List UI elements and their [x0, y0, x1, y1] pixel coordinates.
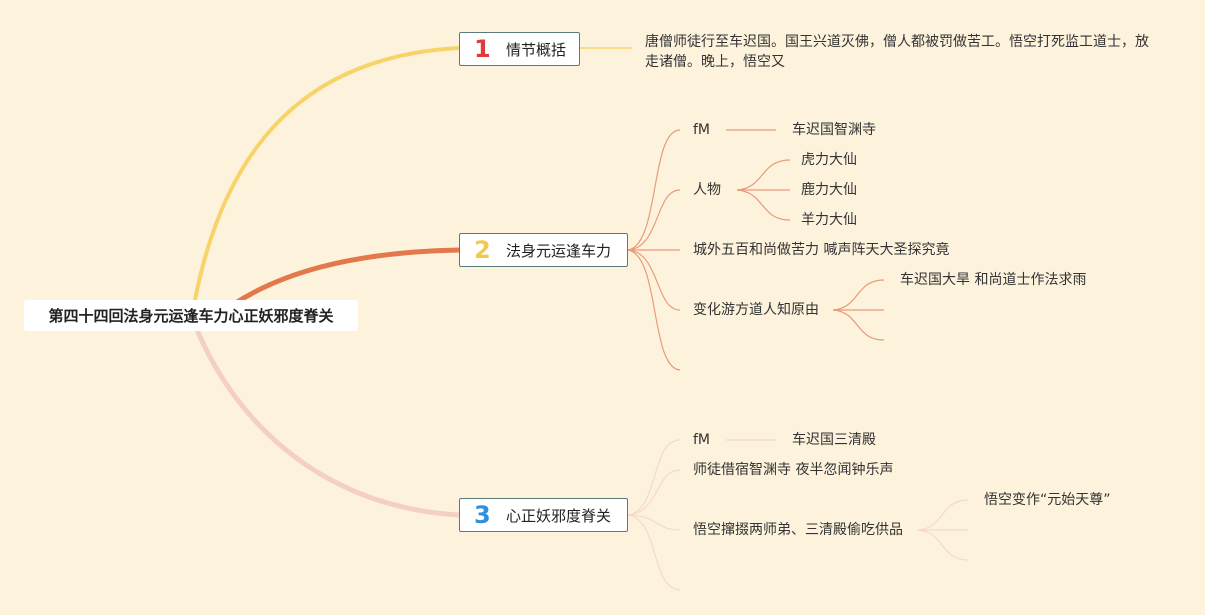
subtopic-location[interactable]: 车迟国三清殿 [792, 432, 876, 448]
branch-3-connectors [627, 439, 969, 591]
subtopic-event[interactable]: 师徒借宿智渊寺 夜半忽闻钟乐声 [693, 462, 894, 478]
branch-label: 情节概括 [506, 40, 567, 59]
subtopic-event[interactable]: 悟空撺掇两师弟、三清殿偷吃供品 [693, 522, 903, 538]
character-item[interactable]: 鹿力大仙 [801, 182, 857, 198]
number-3-icon: 3 [474, 501, 491, 529]
branch-topic-3[interactable]: 3 心正妖邪度脊关 [459, 498, 628, 532]
branch-label: 法身元运逢车力 [506, 241, 612, 260]
subtopic-fm[interactable]: fM [693, 122, 711, 138]
branch-topic-1[interactable]: 1 情节概括 [459, 32, 580, 66]
event-detail[interactable]: 悟空变作“元始天尊” [984, 492, 1111, 508]
character-item[interactable]: 羊力大仙 [801, 212, 857, 228]
branch-topic-2[interactable]: 2 法身元运逢车力 [459, 233, 628, 267]
subtopic-event[interactable]: 城外五百和尚做苦力 喊声阵天大圣探究竟 [693, 242, 950, 258]
event-detail[interactable]: 车迟国大旱 和尚道士作法求雨 [900, 272, 1087, 288]
summary-text[interactable]: 唐僧师徒行至车迟国。国王兴道灭佛，僧人都被罚做苦工。悟空打死监工道士，放走诸僧。… [645, 34, 1149, 70]
connector-root-to-branch-1 [193, 46, 461, 302]
subtopic-characters[interactable]: 人物 [693, 182, 721, 198]
branch-2-connectors [627, 129, 885, 371]
subtopic-event[interactable]: 变化游方道人知原由 [693, 302, 819, 318]
subtopic-location[interactable]: 车迟国智渊寺 [792, 122, 876, 138]
number-2-icon: 2 [474, 236, 491, 264]
branch-label: 心正妖邪度脊关 [506, 506, 612, 525]
connector-root-to-branch-3 [195, 329, 462, 518]
subtopic-fm[interactable]: fM [693, 432, 711, 448]
number-1-icon: 1 [474, 35, 491, 63]
root-topic[interactable]: 第四十四回法身元运逢车力心正妖邪度脊关 [24, 300, 358, 331]
character-item[interactable]: 虎力大仙 [801, 152, 857, 168]
